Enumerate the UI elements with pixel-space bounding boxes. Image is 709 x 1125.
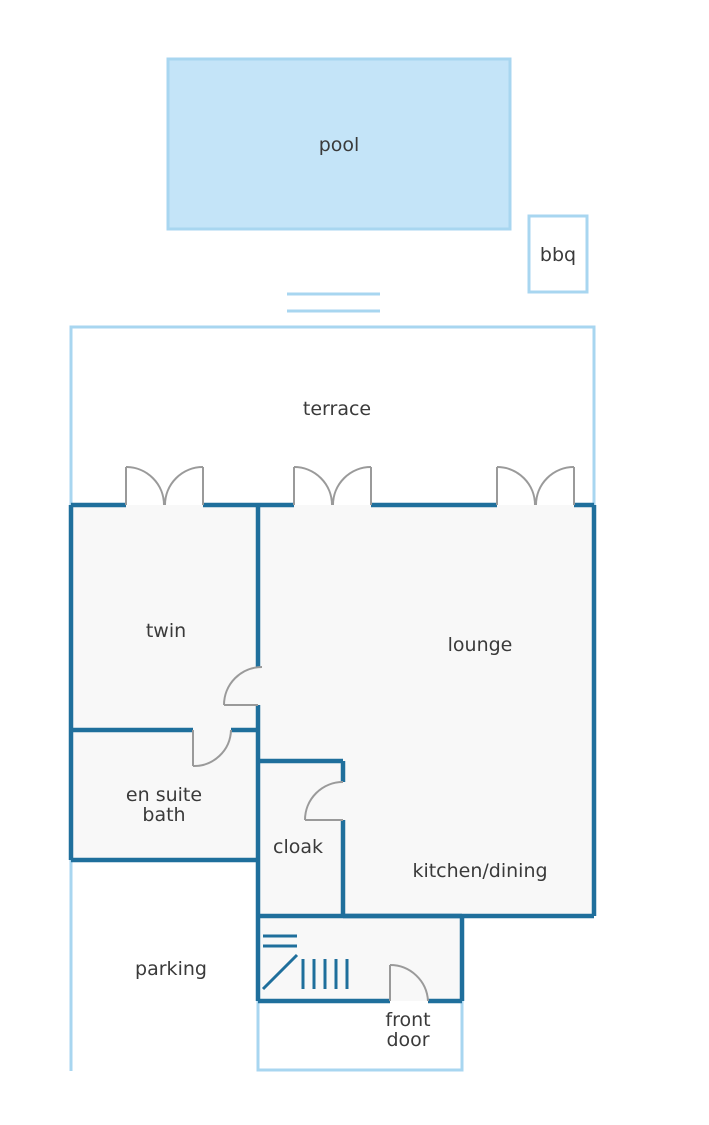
- terrace-door-middle: [293, 466, 372, 506]
- twin-door: [223, 666, 263, 706]
- porch-outline: [256, 1001, 464, 1072]
- room-fills: [71, 505, 594, 1001]
- en-suite-door: [192, 729, 232, 768]
- terrace-door-right: [496, 466, 575, 506]
- stairs-icon: [261, 934, 349, 991]
- cloak-door: [304, 781, 344, 821]
- terrace-label: terrace: [303, 398, 371, 420]
- pool-area: [166, 57, 512, 231]
- terrace-door-left: [125, 466, 204, 506]
- kitchen-dining-label: kitchen/dining: [412, 860, 547, 882]
- en-suite-label: en suite: [126, 784, 202, 806]
- twin-label: twin: [146, 620, 186, 642]
- cloak-label: cloak: [273, 836, 323, 858]
- terrace-outline: [69, 325, 596, 505]
- walls: [68, 502, 597, 1004]
- bbq-area: [527, 214, 589, 294]
- bbq-label: bbq: [540, 244, 576, 266]
- front-door-label-line2: door: [386, 1029, 429, 1051]
- lounge-label: lounge: [448, 634, 513, 656]
- front-door-label: front: [385, 1009, 430, 1031]
- en-suite-label-line2: bath: [142, 804, 185, 826]
- pool-label: pool: [319, 134, 360, 156]
- front-door: [389, 963, 429, 1002]
- parking-label: parking: [135, 958, 207, 980]
